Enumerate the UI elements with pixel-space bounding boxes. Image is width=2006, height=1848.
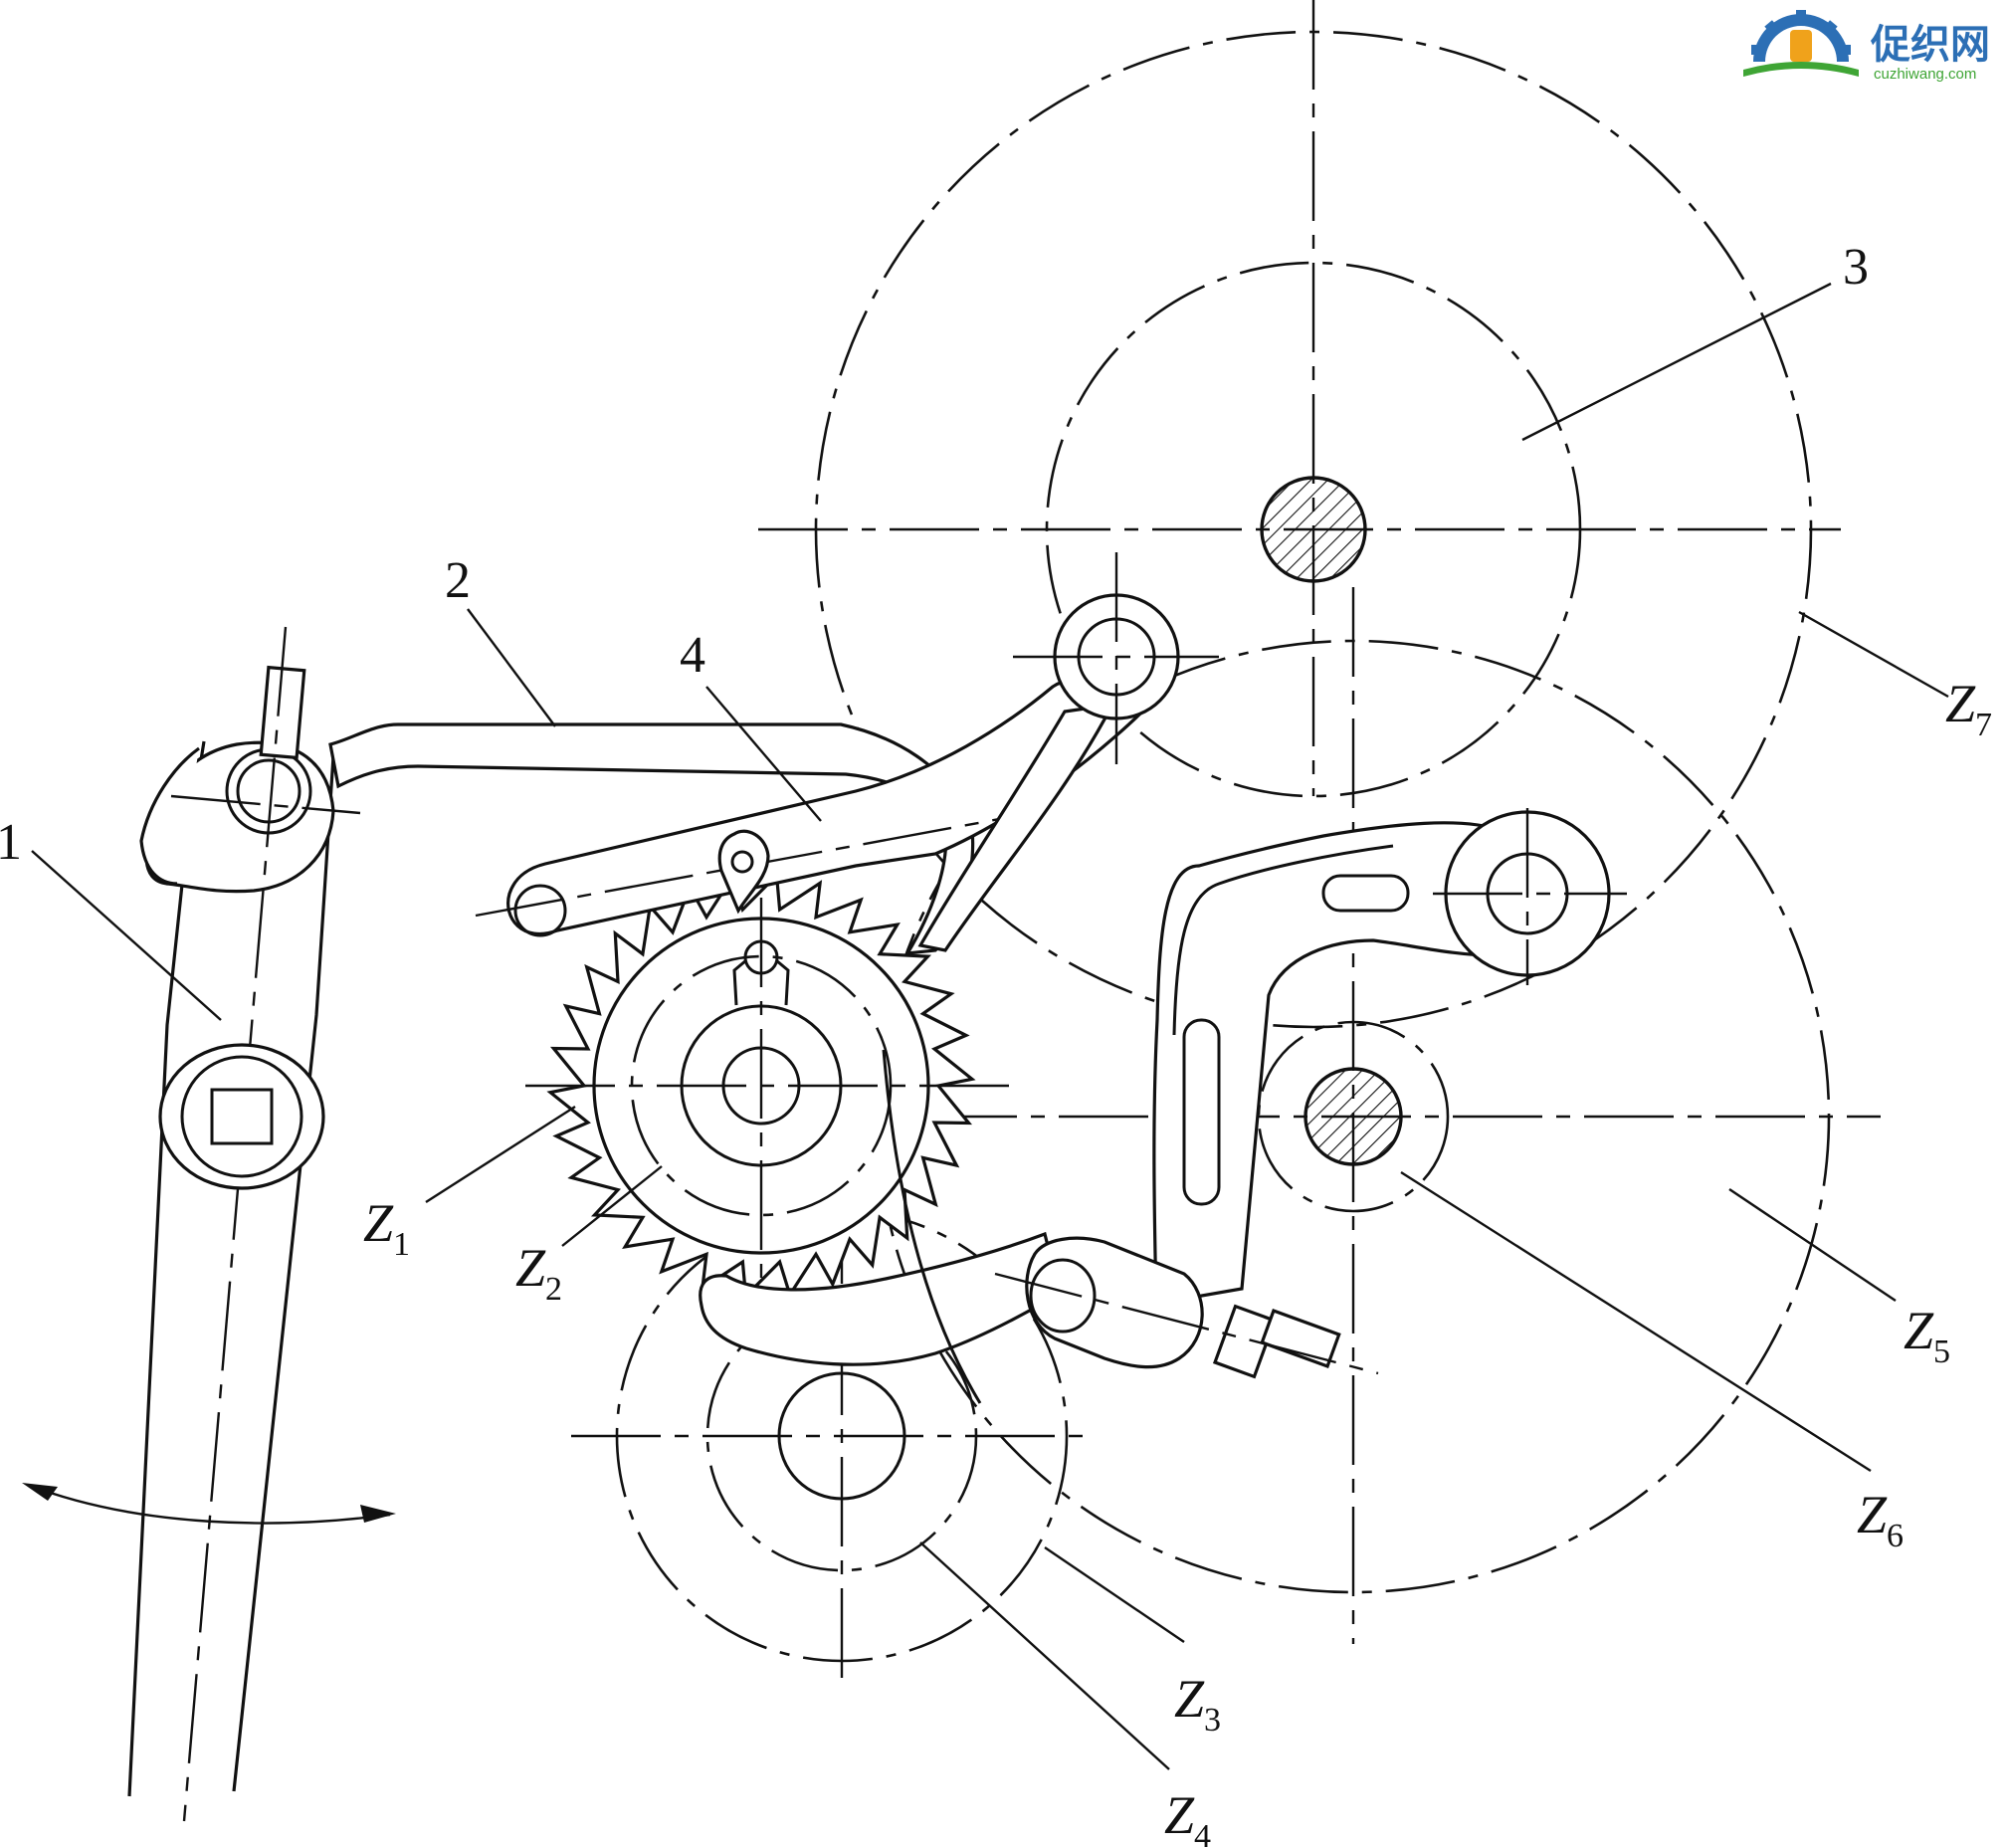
- pawl-spring-clip: [732, 958, 790, 1006]
- logo-spool-icon: [1790, 30, 1812, 62]
- upper-slot: [1321, 874, 1410, 913]
- vertical-slot: [1182, 1018, 1221, 1206]
- part-label-3: 3: [1843, 239, 1869, 296]
- watermark-logo: 促织网 cuzhiwang.com: [1743, 10, 1990, 83]
- gear-z5-assembly: [796, 587, 1881, 1644]
- leader-lines: [31, 282, 1949, 1770]
- gear-labels: Z1 Z2 Z3 Z4 Z5 Z6 Z7: [363, 674, 1992, 1848]
- gear-label-z1: Z1: [363, 1193, 410, 1263]
- lower-pawl-arm: [699, 1049, 1379, 1404]
- lever-1-pivot-center-line: [170, 794, 361, 815]
- part-label-2: 2: [445, 552, 471, 609]
- adjuster-slot-link: [1025, 1236, 1204, 1369]
- logo-name: 促织网: [1870, 22, 1990, 68]
- pawl-pivot-pin: [730, 850, 754, 874]
- lever-1-axis-line: [182, 626, 288, 1822]
- swing-lever-1: [22, 626, 396, 1822]
- lever-1-top-rod: [259, 665, 306, 760]
- part-labels: 1 2 3 4: [0, 239, 1869, 871]
- lever-1-body: [127, 740, 335, 1797]
- right-bracket: [1152, 808, 1627, 1306]
- leader-line-3: [1521, 282, 1832, 442]
- square-shaft-icon: [210, 1088, 274, 1145]
- leader-line-4: [705, 686, 822, 822]
- ratchet-wheel-z1: [525, 872, 1013, 1300]
- adjust-screw-thread: [1260, 1309, 1341, 1368]
- gear-label-z4: Z4: [1164, 1785, 1211, 1848]
- logo-url: cuzhiwang.com: [1874, 66, 1976, 83]
- gear-z3-assembly: [571, 1194, 1097, 1684]
- adjuster-pin: [1029, 1258, 1097, 1334]
- leader-line-z5: [1728, 1188, 1897, 1302]
- leader-line-2: [467, 608, 556, 727]
- adjuster-axis-line: [994, 1272, 1379, 1375]
- z5-shaft-section: [1304, 1067, 1403, 1166]
- leader-line-z6: [1400, 1170, 1872, 1473]
- leader-line-1: [31, 850, 222, 1021]
- upper-pivot: [1013, 552, 1219, 764]
- arrow-head-left-icon: [22, 1483, 58, 1501]
- lever-1-hook: [139, 746, 200, 886]
- pawl-lever-4-body: [506, 679, 1158, 936]
- link-rod-2: [328, 722, 975, 955]
- gear-label-z5: Z5: [1904, 1301, 1950, 1370]
- lever-1-middle-boss: [158, 1043, 325, 1190]
- gear-z7-assembly: [758, 0, 1841, 1029]
- logo-book-icon: [1743, 62, 1859, 77]
- pawl-lever-4-end-pivot: [513, 884, 567, 937]
- leader-line-z2: [561, 1165, 663, 1247]
- gear-label-z6: Z6: [1857, 1485, 1904, 1554]
- lever-1-square-hub: [180, 1055, 303, 1178]
- gear-label-z3: Z3: [1174, 1669, 1221, 1739]
- part-label-1: 1: [0, 814, 22, 871]
- arrow-head-right-icon: [360, 1505, 396, 1523]
- link-rod-2-body: [328, 722, 975, 955]
- pawl-arm-curve: [882, 1049, 982, 1404]
- gear-label-z2: Z2: [515, 1238, 562, 1308]
- gear-logo-icon: [1753, 14, 1849, 62]
- leader-line-z3: [1044, 1546, 1185, 1643]
- leader-line-z4: [919, 1541, 1170, 1770]
- pawl-lever-4-lower-arm: [917, 702, 1115, 952]
- shaft-3-section: [1260, 476, 1367, 583]
- leader-line-z1: [425, 1105, 576, 1204]
- right-bracket-inner-edge: [1172, 844, 1394, 1036]
- logo-gear-teeth-icon: [1751, 10, 1851, 55]
- gear-label-z7: Z7: [1945, 674, 1992, 743]
- part-label-4: 4: [680, 627, 705, 684]
- leader-line-z7: [1798, 610, 1949, 699]
- pawl-lever-4: [475, 679, 1158, 952]
- swing-direction-arrow: [27, 1483, 391, 1525]
